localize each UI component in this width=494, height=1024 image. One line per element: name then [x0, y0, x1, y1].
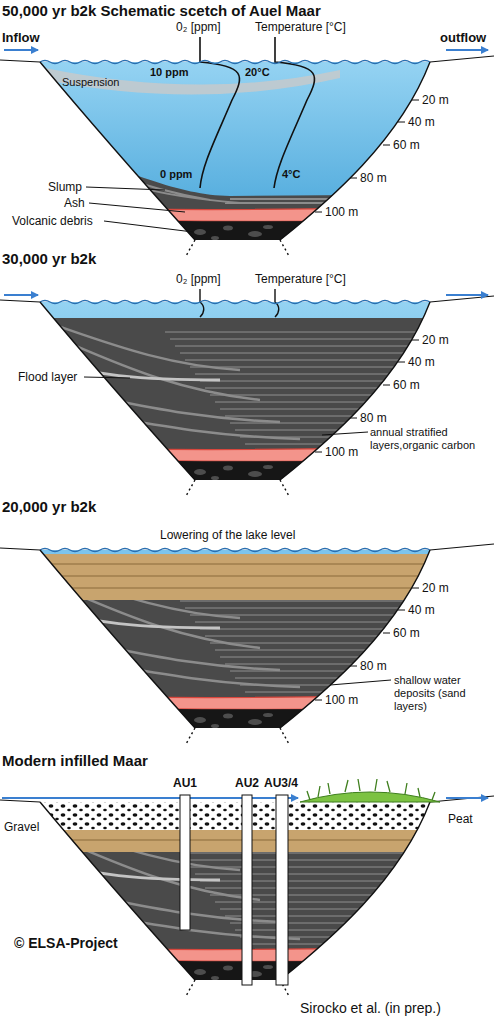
- depth-label: 80 m: [360, 171, 387, 185]
- profile-value: 4°C: [282, 168, 300, 181]
- citation-caption: Sirocko et al. (in prep.): [300, 1000, 441, 1017]
- depth-label: 40 m: [408, 355, 435, 369]
- figure-title: 50,000 yr b2k Schematic scetch of Auel M…: [2, 2, 321, 20]
- layer-label: Volcanic debris: [12, 214, 93, 228]
- axis-label: Temperature [°C]: [255, 272, 346, 286]
- flow-label: Inflow: [2, 30, 40, 46]
- depth-label: 80 m: [360, 411, 387, 425]
- depth-label: 100 m: [325, 205, 358, 219]
- panel-heading: 20,000 yr b2k: [2, 498, 96, 516]
- depth-label: 20 m: [422, 333, 449, 347]
- depth-label: 20 m: [422, 93, 449, 107]
- core-label: AU2: [235, 776, 259, 790]
- depth-label: 60 m: [393, 378, 420, 392]
- depth-label: 20 m: [422, 581, 449, 595]
- profile-value: 10 ppm: [150, 66, 189, 79]
- depth-label: 100 m: [325, 693, 358, 707]
- profile-value: 20°C: [245, 66, 270, 79]
- depth-label: 40 m: [408, 115, 435, 129]
- panel-heading: 30,000 yr b2k: [2, 250, 96, 268]
- axis-label: Temperature [°C]: [255, 20, 346, 34]
- layer-label: Flood layer: [18, 370, 77, 384]
- layer-label: Ash: [64, 196, 85, 210]
- axis-label: 0₂ [ppm]: [176, 20, 221, 34]
- depth-label: 100 m: [325, 445, 358, 459]
- axis-label: 0₂ [ppm]: [176, 272, 221, 286]
- panel-heading: Modern infilled Maar: [2, 752, 148, 770]
- layer-label: Slump: [48, 180, 82, 194]
- layer-label: Peat: [448, 812, 473, 826]
- annotation: shallow water deposits (sand layers): [392, 674, 492, 714]
- depth-label: 80 m: [360, 659, 387, 673]
- layer-label: Gravel: [4, 820, 39, 834]
- depth-label: 40 m: [408, 603, 435, 617]
- core-label: AU1: [173, 776, 197, 790]
- annotation: Lowering of the lake level: [160, 528, 295, 542]
- layer-label: Suspension: [62, 76, 120, 89]
- copyright-note: © ELSA-Project: [14, 935, 118, 952]
- annotation: annual stratified layers,organic carbon: [368, 426, 492, 452]
- profile-value: 0 ppm: [160, 168, 192, 181]
- depth-label: 60 m: [393, 138, 420, 152]
- core-label: AU3/4: [264, 776, 298, 790]
- flow-label: outflow: [440, 30, 486, 46]
- depth-label: 60 m: [393, 626, 420, 640]
